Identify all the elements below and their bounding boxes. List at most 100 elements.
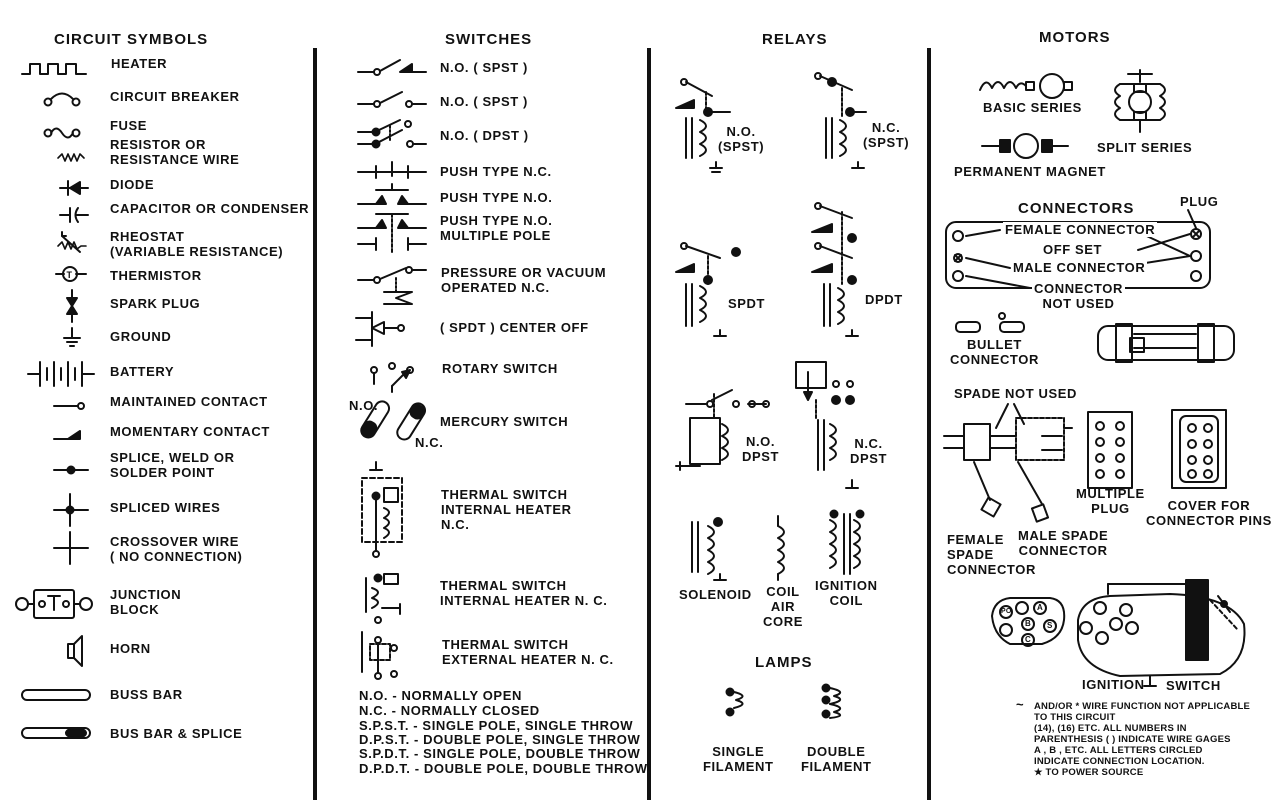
legend-nc: N.C. - NORMALLY CLOSED [359,703,540,718]
rotary-switch-label: ROTARY SWITCH [442,361,558,376]
push-switch-no-label: PUSH TYPE N.O. [440,190,553,205]
connectors-title: CONNECTORS [1018,200,1135,217]
note-line-5: A , B , ETC. ALL LETTERS CIRCLED [1034,745,1203,756]
split-series-motor-icon [1114,69,1166,133]
switches-title: SWITCHES [445,31,533,48]
push-switch-multipole-label: PUSH TYPE N.O. MULTIPLE POLE [440,213,553,243]
note-line-2: TO THIS CIRCUIT [1034,712,1116,723]
battery-icon [27,361,95,387]
ignition-coil-label: IGNITION COIL [815,578,878,608]
spliced-wires-label: SPLICED WIRES [110,500,221,515]
plug-label: PLUG [1180,194,1219,209]
mercury-nc-label: N.C. [415,435,444,450]
legend-dpst: D.P.S.T. - DOUBLE POLE, SINGLE THROW [359,732,641,747]
pressure-switch-label: PRESSURE OR VACUUM OPERATED N.C. [441,265,607,295]
circuit-symbols-title: CIRCUIT SYMBOLS [54,31,209,48]
switch-label: SWITCH [1166,678,1221,693]
push-switch-nc-icon [357,161,427,179]
relay-nc-spst-icon [814,72,867,169]
heater-icon [21,63,87,75]
switch-no-spst-icon [357,91,427,108]
relay-nc-dpst-icon [795,361,859,489]
male-connector-label: MALE CONNECTOR [1011,260,1148,275]
split-series-label: SPLIT SERIES [1097,140,1193,155]
maintained-contact-label: MAINTAINED CONTACT [110,394,268,409]
switch-no-dpst-label: N.O. ( DPST ) [440,128,529,143]
maintained-contact-icon [53,402,85,410]
circuit-breaker-icon [43,92,81,107]
thermal-switch-external-icon [361,631,398,680]
battery-label: BATTERY [110,364,175,379]
relay-spdt-label: SPDT [728,296,766,311]
splice-point-icon [53,465,89,475]
note-line-1: AND/OR * WIRE FUNCTION NOT APPLICABLE [1034,701,1251,712]
column-divider [647,48,651,800]
relay-no-dpst-icon [675,389,770,471]
thermistor-label: THERMISTOR [110,268,202,283]
diode-icon [59,180,89,196]
push-switch-multipole-icon [357,213,427,253]
pin-letter-b: B [1025,619,1031,628]
male-spade-label: MALE SPADE CONNECTOR [1018,528,1109,558]
note-line-3: (14), (16) ETC. ALL NUMBERS IN [1034,723,1187,734]
buss-bar-icon [21,689,91,701]
heater-label: HEATER [111,56,168,71]
ignition-switch-icon [1077,579,1246,687]
ignition-label: IGNITION [1082,677,1145,692]
basic-series-motor-icon [979,73,1073,99]
spade-connector-icon [943,403,1073,523]
solenoid-label: SOLENOID [679,587,752,602]
spark-plug-label: SPARK PLUG [110,296,201,311]
spdt-center-off-label: ( SPDT ) CENTER OFF [440,320,589,335]
relay-nc-dpst-label: N.C. DPST [850,436,888,466]
ground-label: GROUND [110,329,172,344]
crossover-wire-label: CROSSOVER WIRE ( NO CONNECTION) [110,534,243,564]
connector-cutaway-icon [1097,323,1235,363]
thermistor-icon: T [55,266,87,282]
pressure-switch-icon [357,266,427,305]
junction-block-icon [15,589,93,619]
relay-dpdt-icon [811,202,859,337]
spade-not-used-label: SPADE NOT USED [954,386,1078,401]
connector-pin-cover-icon [1171,409,1227,489]
mercury-switch-icon [360,400,427,441]
rotary-switch-icon [370,362,414,393]
relays-title: RELAYS [762,31,828,48]
legend-no: N.O. - NORMALLY OPEN [359,688,522,703]
bullet-connector-label: BULLET CONNECTOR [950,337,1039,367]
note-line-7: ★ TO POWER SOURCE [1034,767,1144,778]
relay-no-spst-label: N.O. (SPST) [718,124,765,154]
horn-label: HORN [110,641,151,656]
push-switch-nc-label: PUSH TYPE N.C. [440,164,552,179]
rheostat-icon [57,231,87,253]
thermal-switch-internal-label: THERMAL SWITCH INTERNAL HEATER N.C. [441,487,572,532]
spliced-wires-icon [53,493,89,527]
female-spade-label: FEMALE SPADE CONNECTOR [947,532,1036,577]
bus-bar-splice-icon [21,727,91,739]
coil-air-core-icon [777,515,785,581]
pin-letter-s: S [1047,621,1053,630]
mercury-no-label: N.O. [349,398,379,413]
fuse-icon [43,127,81,139]
resistor-label: RESISTOR OR RESISTANCE WIRE [110,137,240,167]
fuse-label: FUSE [110,118,148,133]
relay-spdt-icon [675,242,741,337]
single-filament-lamp-icon [725,687,744,717]
switch-no-spst-momentary-label: N.O. ( SPST ) [440,60,528,75]
splice-point-label: SPLICE, WELD OR SOLDER POINT [110,450,235,480]
svg-text:T: T [67,270,73,280]
legend-spst: S.P.S.T. - SINGLE POLE, SINGLE THROW [359,718,634,733]
push-switch-no-icon [357,183,427,205]
off-set-label: OFF SET [1041,242,1105,257]
solenoid-icon [691,517,727,581]
spark-plug-icon [66,289,78,323]
crossover-wire-icon [53,531,89,565]
thermal-switch-internal-heater-icon [365,573,401,624]
capacitor-icon [59,207,89,223]
momentary-contact-label: MOMENTARY CONTACT [110,424,270,439]
ground-icon [63,327,81,347]
buss-bar-label: BUSS BAR [110,687,183,702]
legend-dpdt: D.P.D.T. - DOUBLE POLE, DOUBLE THROW [359,761,648,776]
switch-no-spst-label: N.O. ( SPST ) [440,94,528,109]
note-line-4: PARENTHESIS ( ) INDICATE WIRE GAGES [1034,734,1231,745]
